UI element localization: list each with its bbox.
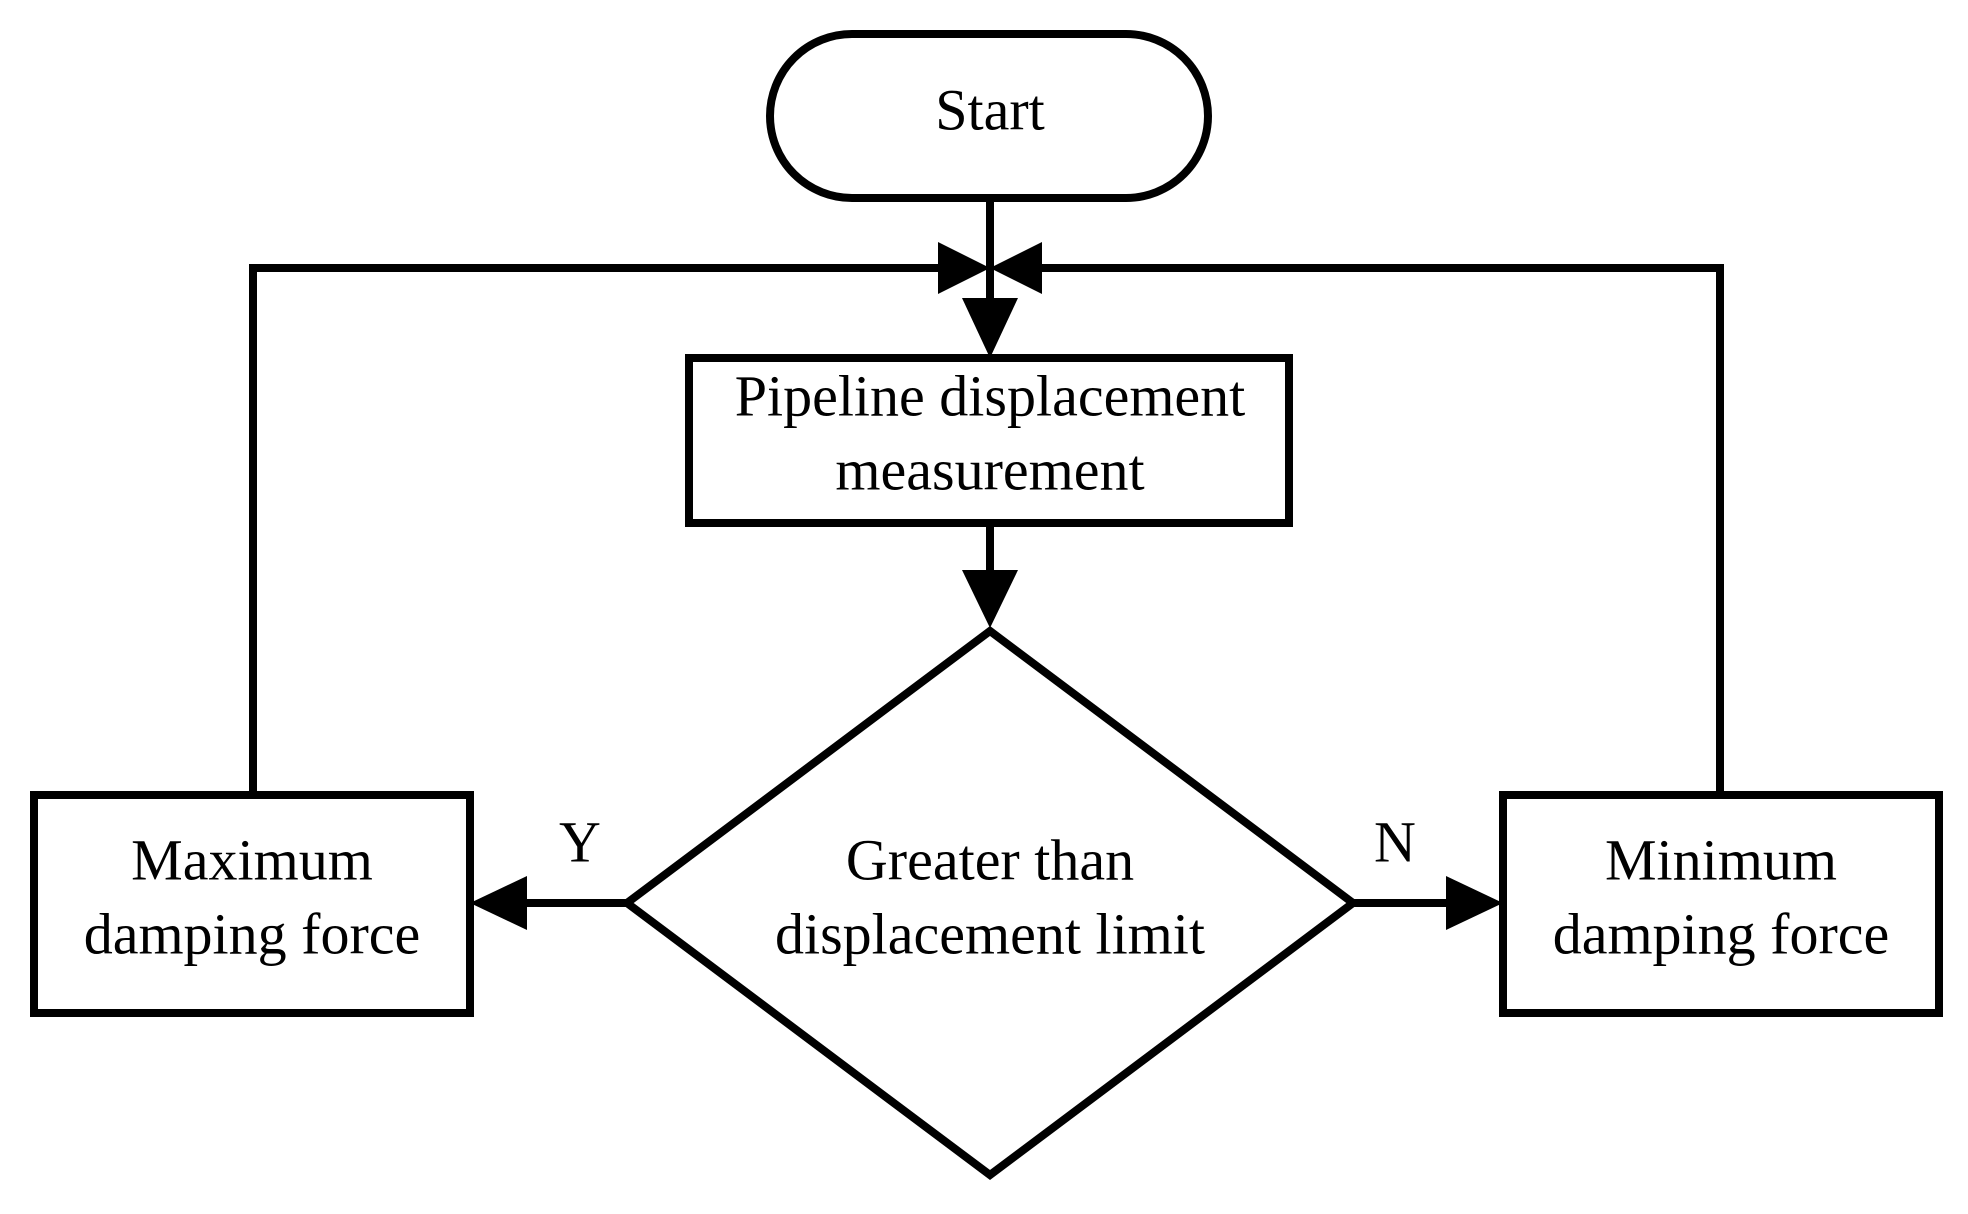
max-force-label-line2: damping force (84, 901, 421, 966)
arrowhead-into-min-force (1446, 876, 1503, 930)
decision-label-line2: displacement limit (775, 901, 1205, 966)
measurement-label-line2: measurement (835, 437, 1144, 502)
max-force-process-box (30, 791, 474, 1017)
measurement-process-box (685, 354, 1293, 527)
start-label: Start (935, 77, 1045, 142)
arrowhead-loop-left (938, 242, 990, 294)
arrowhead-into-measure (962, 298, 1018, 358)
edge-min-force-loop (1025, 264, 1724, 793)
start-terminator (766, 30, 1212, 202)
max-force-label-line1: Maximum (131, 827, 373, 892)
arrowhead-into-max-force (470, 876, 527, 930)
decision-diamond (620, 626, 1360, 1180)
min-force-label-line1: Minimum (1605, 827, 1837, 892)
min-force-process-box (1499, 791, 1943, 1017)
arrowhead-loop-right (990, 242, 1042, 294)
edge-max-force-loop (249, 264, 955, 793)
no-branch-label: N (1374, 809, 1416, 874)
min-force-label-line2: damping force (1553, 901, 1890, 966)
decision-label-line1: Greater than (846, 827, 1134, 892)
yes-branch-label: Y (559, 809, 601, 874)
arrowhead-into-decision (962, 570, 1018, 628)
measurement-label-line1: Pipeline displacement (735, 363, 1246, 428)
